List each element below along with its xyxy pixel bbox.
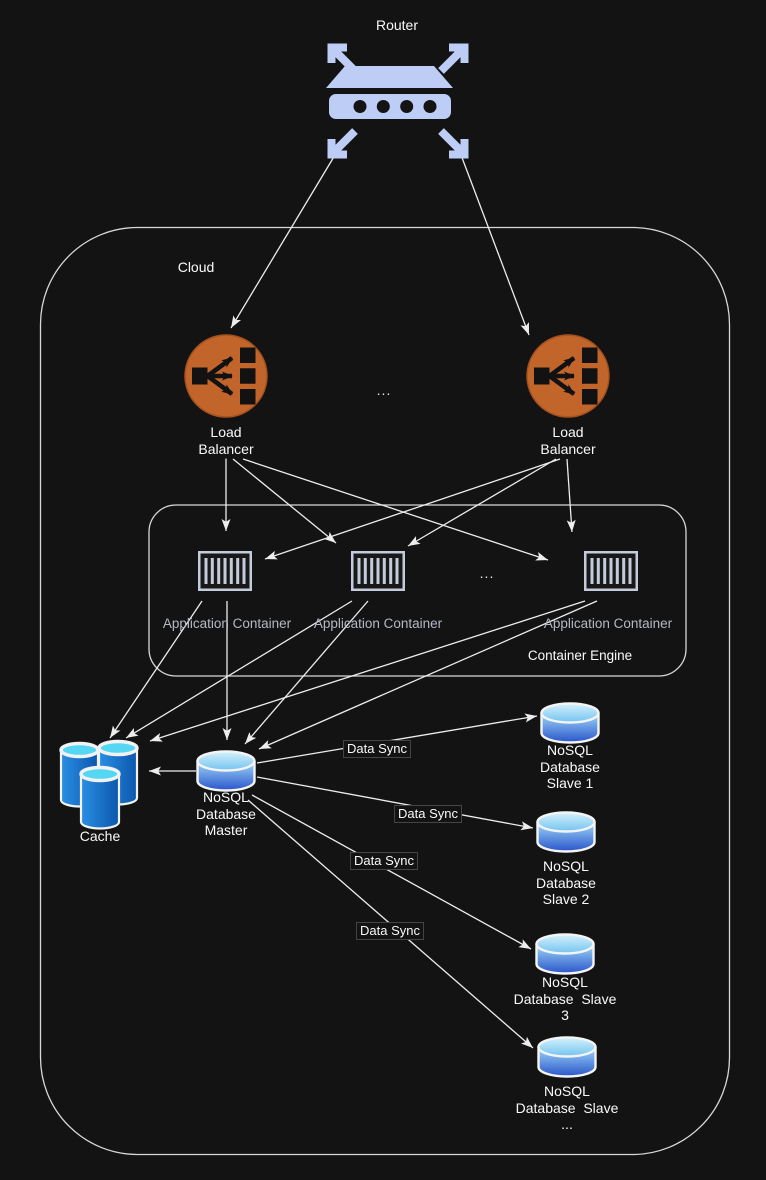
- load-balancer-left-label: Load Balancer: [198, 424, 254, 457]
- edge-router-lb-right: [460, 154, 530, 336]
- database-master-icon: [196, 750, 256, 792]
- container-engine-box: [148, 504, 687, 677]
- router-icon: [326, 43, 469, 159]
- edge-lb-left-container3: [242, 458, 549, 561]
- load-balancer-right-icon: [526, 334, 610, 418]
- load-balancer-ellipsis: ...: [376, 382, 392, 398]
- container-engine-label: Container Engine: [527, 648, 633, 663]
- container1-label: Application Container: [162, 616, 292, 631]
- container2-icon: [351, 551, 405, 591]
- cache-label: Cache: [79, 828, 121, 844]
- data-sync-label-4: Data Sync: [356, 922, 424, 940]
- container3-label: Application Container: [543, 616, 673, 631]
- edge-master-slave2: [256, 776, 534, 831]
- data-sync-label-3: Data Sync: [350, 852, 418, 870]
- container1-icon: [198, 551, 252, 591]
- cloud-boundary: [39, 226, 731, 1156]
- container-ellipsis: ...: [479, 565, 495, 581]
- cache-icon: [59, 739, 139, 830]
- database-slave1-label: NoSQL Database Slave 1: [540, 742, 600, 791]
- edge-container1-cache: [109, 600, 203, 739]
- edge-container2-master: [244, 600, 369, 745]
- edge-container2-cache: [125, 600, 353, 739]
- container3-icon: [584, 551, 638, 591]
- edge-lb-right-container3: [566, 458, 576, 533]
- edge-master-slave3: [251, 794, 532, 950]
- load-balancer-right-label: Load Balancer: [540, 424, 596, 457]
- edge-lb-left-container2: [232, 458, 337, 544]
- database-slave4-label: NoSQL Database Slave ...: [515, 1083, 619, 1132]
- edge-router-lb-left: [230, 154, 336, 329]
- database-slave2-icon: [536, 811, 596, 853]
- database-slave3-label: NoSQL Database Slave 3: [513, 974, 617, 1023]
- edge-container3-master: [258, 600, 598, 750]
- edge-lb-right-container2: [407, 458, 557, 547]
- router-label: Router: [375, 17, 419, 33]
- database-slave3-icon: [535, 933, 595, 975]
- container2-label: Application Container: [313, 616, 443, 631]
- edge-container3-cache: [149, 600, 586, 742]
- database-slave2-label: NoSQL Database Slave 2: [536, 858, 596, 907]
- database-master-label: NoSQL Database Master: [196, 789, 256, 838]
- data-sync-label-1: Data Sync: [343, 740, 411, 758]
- database-slave4-icon: [537, 1036, 597, 1078]
- data-sync-label-2: Data Sync: [394, 805, 462, 823]
- edge-master-slave1: [256, 713, 538, 764]
- edge-lb-right-container1: [264, 458, 561, 560]
- load-balancer-left-icon: [184, 334, 268, 418]
- cloud-label: Cloud: [177, 259, 215, 275]
- database-slave1-icon: [540, 702, 600, 744]
